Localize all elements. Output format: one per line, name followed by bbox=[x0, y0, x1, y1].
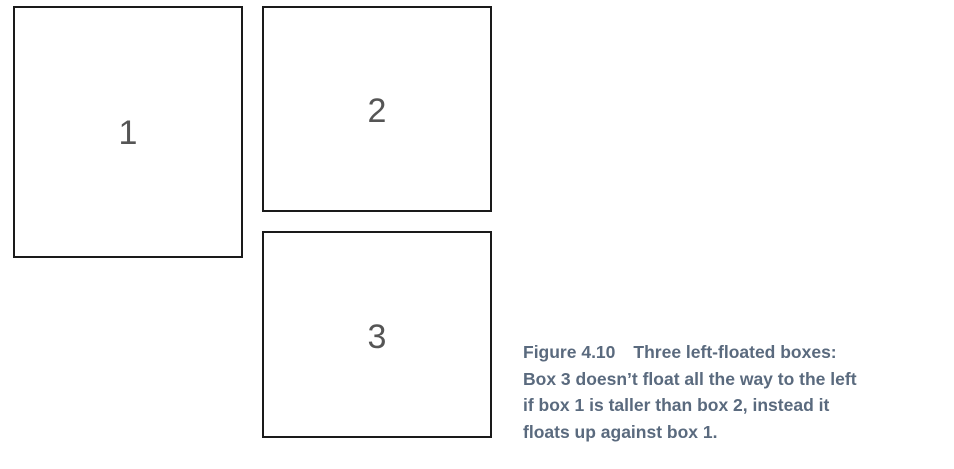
box-2-label: 2 bbox=[367, 92, 387, 130]
box-3-label: 3 bbox=[367, 317, 387, 356]
box-1: 1 bbox=[13, 6, 243, 258]
caption-line: if box 1 is taller than box 2, instead i… bbox=[523, 395, 830, 415]
figure-number: Figure 4.10 bbox=[523, 342, 616, 362]
box-1-label: 1 bbox=[118, 114, 138, 152]
figure-caption: Figure 4.10 Three left-floated boxes: Box… bbox=[523, 339, 943, 445]
figure-title: Three left-floated boxes: bbox=[633, 342, 837, 362]
box-2: 2 bbox=[262, 6, 492, 212]
caption-heading-line: Figure 4.10 Three left-floated boxes: bbox=[523, 339, 943, 366]
box-3: 3 bbox=[262, 231, 492, 438]
caption-line: Box 3 doesn’t float all the way to the l… bbox=[523, 368, 857, 389]
caption-line: floats up against box 1. bbox=[523, 421, 718, 442]
